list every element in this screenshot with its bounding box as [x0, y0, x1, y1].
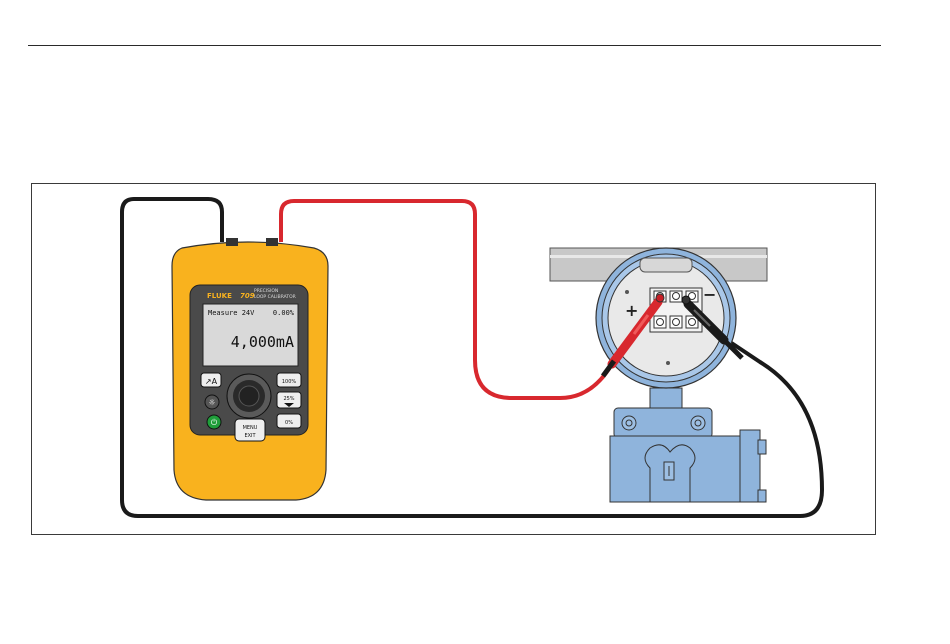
- range-key[interactable]: ↗A: [205, 377, 218, 386]
- terminal-minus-label: −: [703, 285, 716, 304]
- title-line-2: LOOP CALIBRATOR: [254, 294, 296, 300]
- menu-key-label[interactable]: MENU: [243, 425, 258, 431]
- model-number: 709: [240, 292, 255, 300]
- transmitter-housing: [596, 248, 736, 388]
- fluke-logo: FLUKE: [207, 292, 232, 300]
- key-0-percent[interactable]: 0%: [285, 420, 293, 426]
- title-line-1: PRECISION: [254, 288, 278, 294]
- display-percent: 0.00%: [273, 309, 295, 317]
- terminal-plus-label: +: [625, 301, 638, 320]
- display-reading: 4,000mA: [231, 333, 294, 351]
- display-mode: Measure 24V: [208, 309, 255, 317]
- power-key[interactable]: ⏻: [211, 418, 218, 427]
- exit-key-label[interactable]: EXIT: [244, 433, 256, 439]
- backlight-key[interactable]: ☼: [208, 398, 215, 407]
- key-25-percent[interactable]: 25%: [283, 396, 294, 402]
- loop-calibrator: [172, 238, 328, 500]
- key-100-percent[interactable]: 100%: [282, 379, 297, 385]
- red-test-lead: [281, 201, 624, 398]
- transmitter-body: [610, 388, 766, 502]
